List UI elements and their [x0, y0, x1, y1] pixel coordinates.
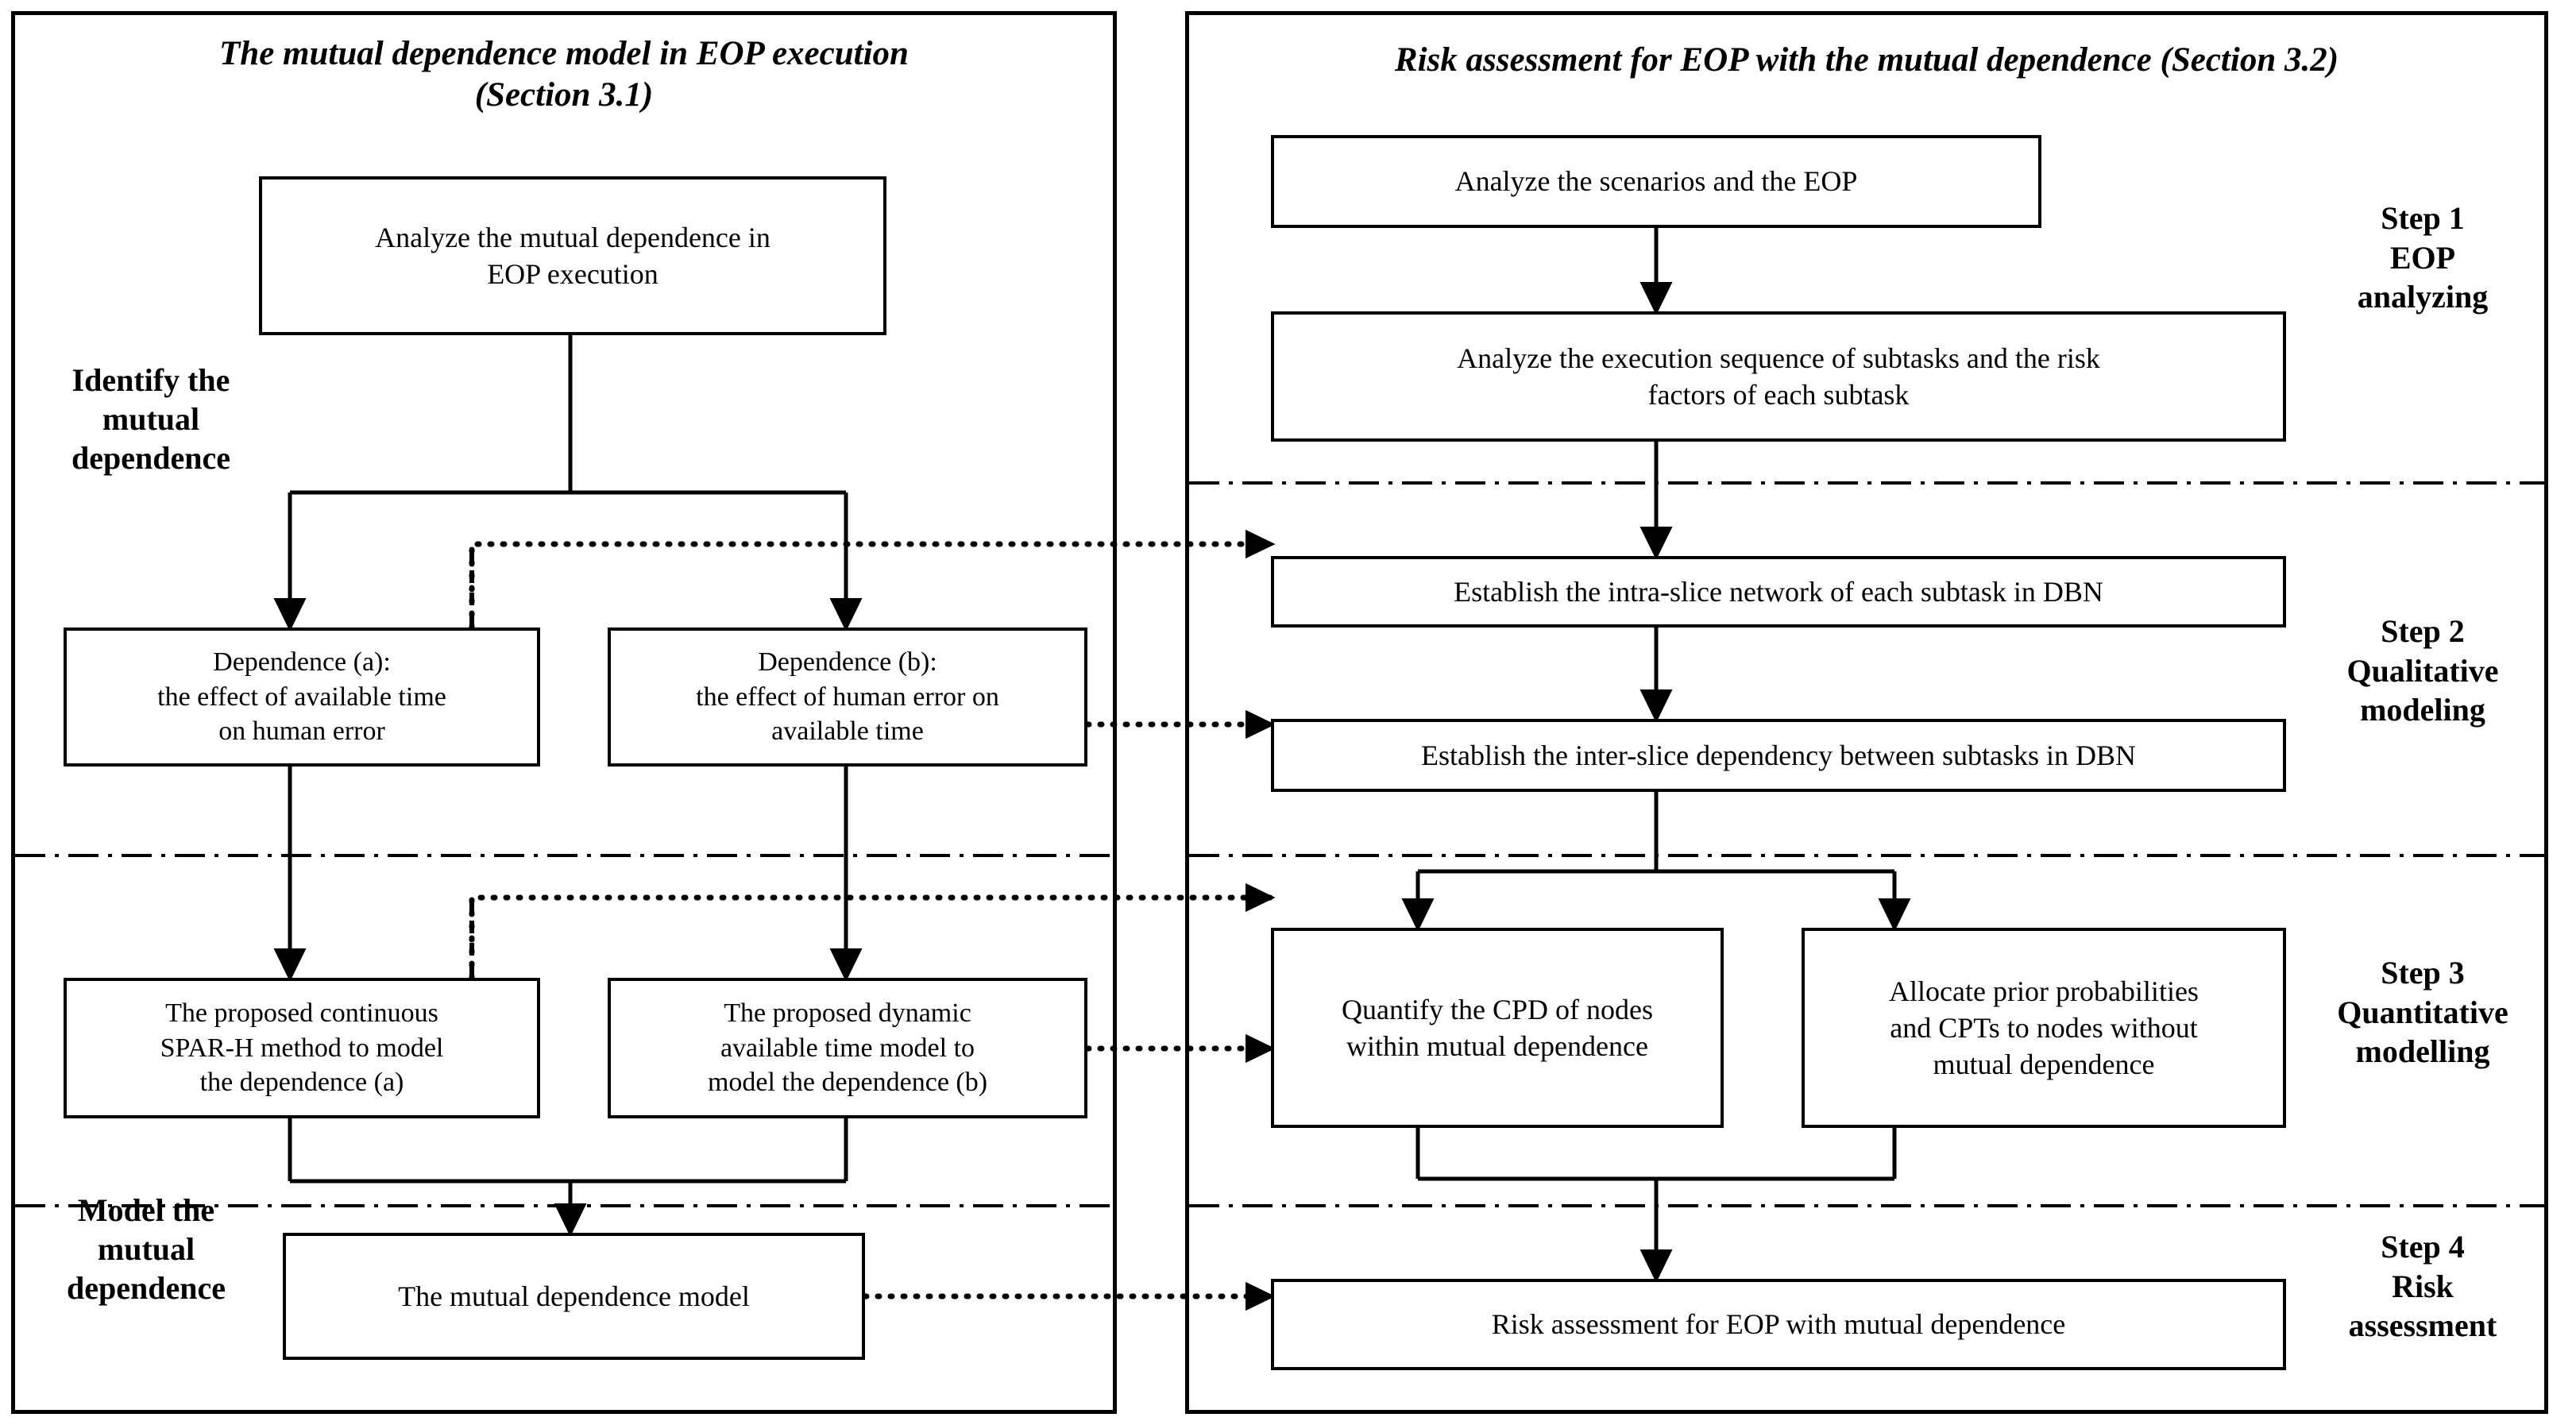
- node-R2-line-2: factors of each subtask: [1647, 379, 1910, 411]
- step3-name-line-1: Quantitative: [2337, 994, 2508, 1030]
- stage-label-identify: Identify the mutual dependence: [24, 361, 278, 477]
- node-continuous-sparh-method[interactable]: The proposed continuous SPAR-H method to…: [64, 978, 540, 1118]
- right-title-line-1: Risk assessment for EOP with the mutual …: [1394, 41, 2339, 79]
- node-L1-line-2: EOP execution: [487, 258, 658, 290]
- model-line-2: mutual: [97, 1230, 195, 1267]
- dotted-dep-a-to-R3: [469, 529, 1276, 631]
- node-L3-line-1: Dependence (b):: [758, 647, 937, 678]
- node-L4-line-2: SPAR-H method to model: [160, 1033, 444, 1063]
- left-title-line-2: (Section 3.1): [474, 76, 654, 114]
- node-establish-intra-slice-network[interactable]: Establish the intra-slice network of eac…: [1271, 556, 2286, 628]
- node-R4-text: Establish the inter-slice dependency bet…: [1420, 739, 2137, 771]
- step-label-2: Step 2 Qualitative modeling: [2304, 612, 2542, 730]
- step-label-1: Step 1 EOP analyzing: [2304, 199, 2542, 317]
- node-R5-line-1: Quantify the CPD of nodes: [1342, 993, 1653, 1025]
- step4-name-line-1: Risk: [2392, 1268, 2454, 1304]
- right-panel-frame: [1185, 11, 2548, 1414]
- step3-name-line-2: modelling: [2355, 1033, 2490, 1070]
- stage-label-model: Model the mutual dependence: [19, 1191, 273, 1307]
- identify-line-3: dependence: [71, 439, 230, 476]
- node-analyze-scenarios-eop[interactable]: Analyze the scenarios and the EOP: [1271, 135, 2041, 228]
- node-L5-line-1: The proposed dynamic: [724, 998, 971, 1029]
- node-R3-text: Establish the intra-slice network of eac…: [1454, 575, 2103, 608]
- node-analyze-execution-sequence[interactable]: Analyze the execution sequence of subtas…: [1271, 311, 2286, 442]
- node-mutual-dependence-model[interactable]: The mutual dependence model: [283, 1233, 865, 1360]
- step1-number: Step 1: [2381, 200, 2465, 236]
- node-quantify-cpd[interactable]: Quantify the CPD of nodes within mutual …: [1271, 928, 1724, 1128]
- node-establish-inter-slice-dependency[interactable]: Establish the inter-slice dependency bet…: [1271, 719, 2286, 792]
- node-allocate-prior-probabilities[interactable]: Allocate prior probabilities and CPTs to…: [1802, 928, 2286, 1128]
- node-L1-line-1: Analyze the mutual dependence in: [375, 221, 770, 253]
- step2-number: Step 2: [2381, 613, 2465, 649]
- model-line-1: Model the: [77, 1192, 215, 1228]
- node-R5-line-2: within mutual dependence: [1346, 1030, 1648, 1062]
- node-L6-text: The mutual dependence model: [398, 1280, 750, 1312]
- node-L3-line-2: the effect of human error on: [696, 682, 999, 712]
- identify-line-1: Identify the: [71, 362, 230, 398]
- step3-number: Step 3: [2381, 955, 2465, 991]
- node-R1-text: Analyze the scenarios and the EOP: [1454, 165, 1858, 198]
- step2-name-line-2: modeling: [2360, 692, 2485, 728]
- step2-name-line-1: Qualitative: [2346, 652, 2499, 689]
- left-panel-frame: [11, 11, 1117, 1414]
- node-R6-line-3: mutual dependence: [1933, 1048, 2155, 1081]
- node-L5-line-3: model the dependence (b): [707, 1068, 988, 1098]
- node-dependence-a[interactable]: Dependence (a): the effect of available …: [64, 628, 540, 767]
- step1-name-line-2: analyzing: [2357, 279, 2489, 315]
- dotted-sparh-to-R5: [469, 882, 1276, 981]
- node-R6-line-2: and CPTs to nodes without: [1890, 1011, 2198, 1044]
- node-risk-assessment-eop[interactable]: Risk assessment for EOP with mutual depe…: [1271, 1279, 2286, 1370]
- step4-number: Step 4: [2381, 1229, 2465, 1265]
- node-analyze-mutual-dependence[interactable]: Analyze the mutual dependence in EOP exe…: [259, 176, 886, 335]
- step-label-3: Step 3 Quantitative modelling: [2304, 953, 2542, 1072]
- right-panel-title: Risk assessment for EOP with the mutual …: [1207, 40, 2526, 81]
- model-line-3: dependence: [67, 1269, 226, 1306]
- node-dynamic-available-time-model[interactable]: The proposed dynamic available time mode…: [608, 978, 1087, 1118]
- step4-name-line-2: assessment: [2348, 1307, 2497, 1344]
- node-L2-line-1: Dependence (a):: [213, 647, 391, 678]
- step1-name-line-1: EOP: [2389, 239, 2456, 276]
- left-panel-title: The mutual dependence model in EOP execu…: [48, 33, 1080, 117]
- node-L2-line-2: the effect of available time: [157, 682, 446, 712]
- left-title-line-1: The mutual dependence model in EOP execu…: [219, 35, 909, 72]
- identify-line-2: mutual: [102, 400, 200, 437]
- node-L4-line-1: The proposed continuous: [165, 998, 438, 1029]
- node-R7-text: Risk assessment for EOP with mutual depe…: [1491, 1308, 2066, 1341]
- step-label-4: Step 4 Risk assessment: [2304, 1227, 2542, 1346]
- node-R6-line-1: Allocate prior probabilities: [1889, 975, 2199, 1007]
- node-R2-line-1: Analyze the execution sequence of subtas…: [1457, 342, 2100, 374]
- node-L3-line-3: available time: [771, 716, 924, 747]
- node-dependence-b[interactable]: Dependence (b): the effect of human erro…: [608, 628, 1087, 767]
- node-L4-line-3: the dependence (a): [199, 1068, 404, 1098]
- node-L5-line-2: available time model to: [720, 1033, 975, 1063]
- node-L2-line-3: on human error: [218, 716, 385, 747]
